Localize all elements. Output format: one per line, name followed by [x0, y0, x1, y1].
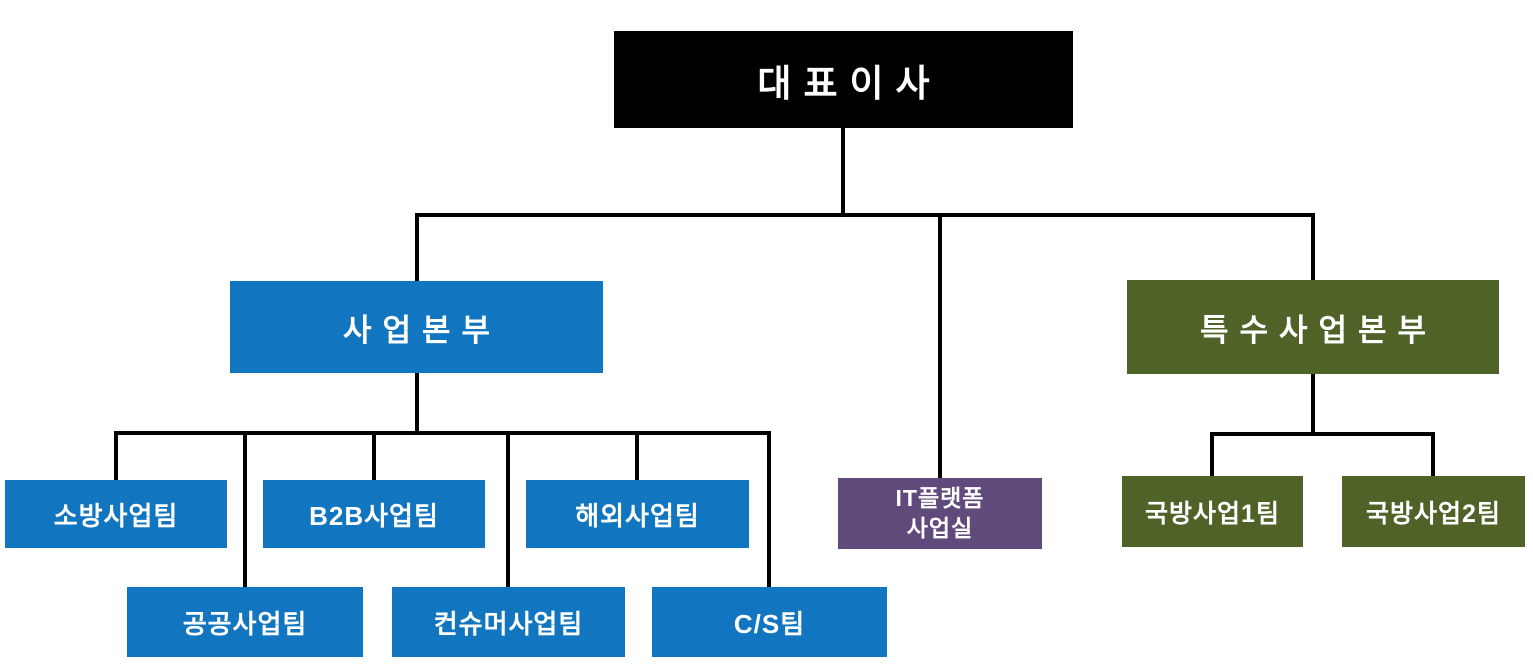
connector-ceo-trunk: [841, 128, 845, 217]
org-node-cs-team-label: C/S팀: [733, 608, 806, 639]
org-node-defense1-team-label: 국방사업1팀: [1145, 499, 1280, 528]
connector-drop-special-hq: [1311, 215, 1315, 280]
org-node-b2b-team: B2B사업팀: [263, 480, 485, 548]
connector-drop-consumer-team: [506, 435, 510, 587]
connector-special-hq-trunk: [1311, 374, 1315, 432]
org-node-it-platform-label: IT플랫폼 사업실: [896, 484, 985, 544]
connector-level2-right-horizontal: [1210, 432, 1435, 436]
connector-drop-cs-team: [767, 435, 771, 587]
org-node-fire-team-label: 소방사업팀: [53, 500, 179, 531]
org-node-biz-hq-label: 사업본부: [342, 312, 502, 348]
org-node-b2b-team-label: B2B사업팀: [309, 500, 439, 531]
org-node-overseas-team: 해외사업팀: [526, 480, 749, 548]
connector-drop-public-team: [243, 435, 247, 587]
connector-drop-defense1-team: [1210, 436, 1214, 476]
org-node-overseas-team-label: 해외사업팀: [575, 500, 700, 531]
org-node-special-hq-label: 특수사업본부: [1199, 312, 1438, 348]
connector-drop-b2b-team: [372, 435, 376, 480]
org-node-defense1-team: 국방사업1팀: [1122, 476, 1303, 547]
connector-biz-hq-trunk: [415, 373, 419, 435]
org-node-ceo-label: 대표이사: [757, 62, 942, 104]
connector-drop-it-platform: [938, 215, 942, 478]
org-node-public-team-label: 공공사업팀: [182, 608, 308, 639]
connector-drop-biz-hq: [415, 215, 419, 281]
org-node-it-platform: IT플랫폼 사업실: [838, 478, 1042, 549]
org-node-fire-team: 소방사업팀: [5, 480, 227, 548]
connector-drop-fire-team: [114, 435, 118, 480]
org-node-special-hq: 특수사업본부: [1127, 280, 1499, 374]
connector-drop-overseas-team: [635, 435, 639, 480]
org-node-biz-hq: 사업본부: [230, 281, 603, 373]
org-node-cs-team: C/S팀: [652, 587, 887, 657]
org-node-consumer-team-label: 컨슈머사업팀: [433, 608, 584, 639]
org-node-consumer-team: 컨슈머사업팀: [392, 587, 625, 657]
connector-drop-defense2-team: [1431, 436, 1435, 476]
connector-level1-horizontal: [415, 213, 1315, 217]
org-node-defense2-team: 국방사업2팀: [1342, 476, 1525, 547]
connector-level2-left-horizontal: [114, 431, 771, 435]
org-node-defense2-team-label: 국방사업2팀: [1366, 499, 1501, 528]
org-node-ceo: 대표이사: [614, 31, 1073, 128]
org-node-public-team: 공공사업팀: [127, 587, 363, 657]
org-node-it-platform-line1: IT플랫폼: [895, 484, 985, 511]
org-node-it-platform-line2: 사업실: [906, 514, 974, 541]
